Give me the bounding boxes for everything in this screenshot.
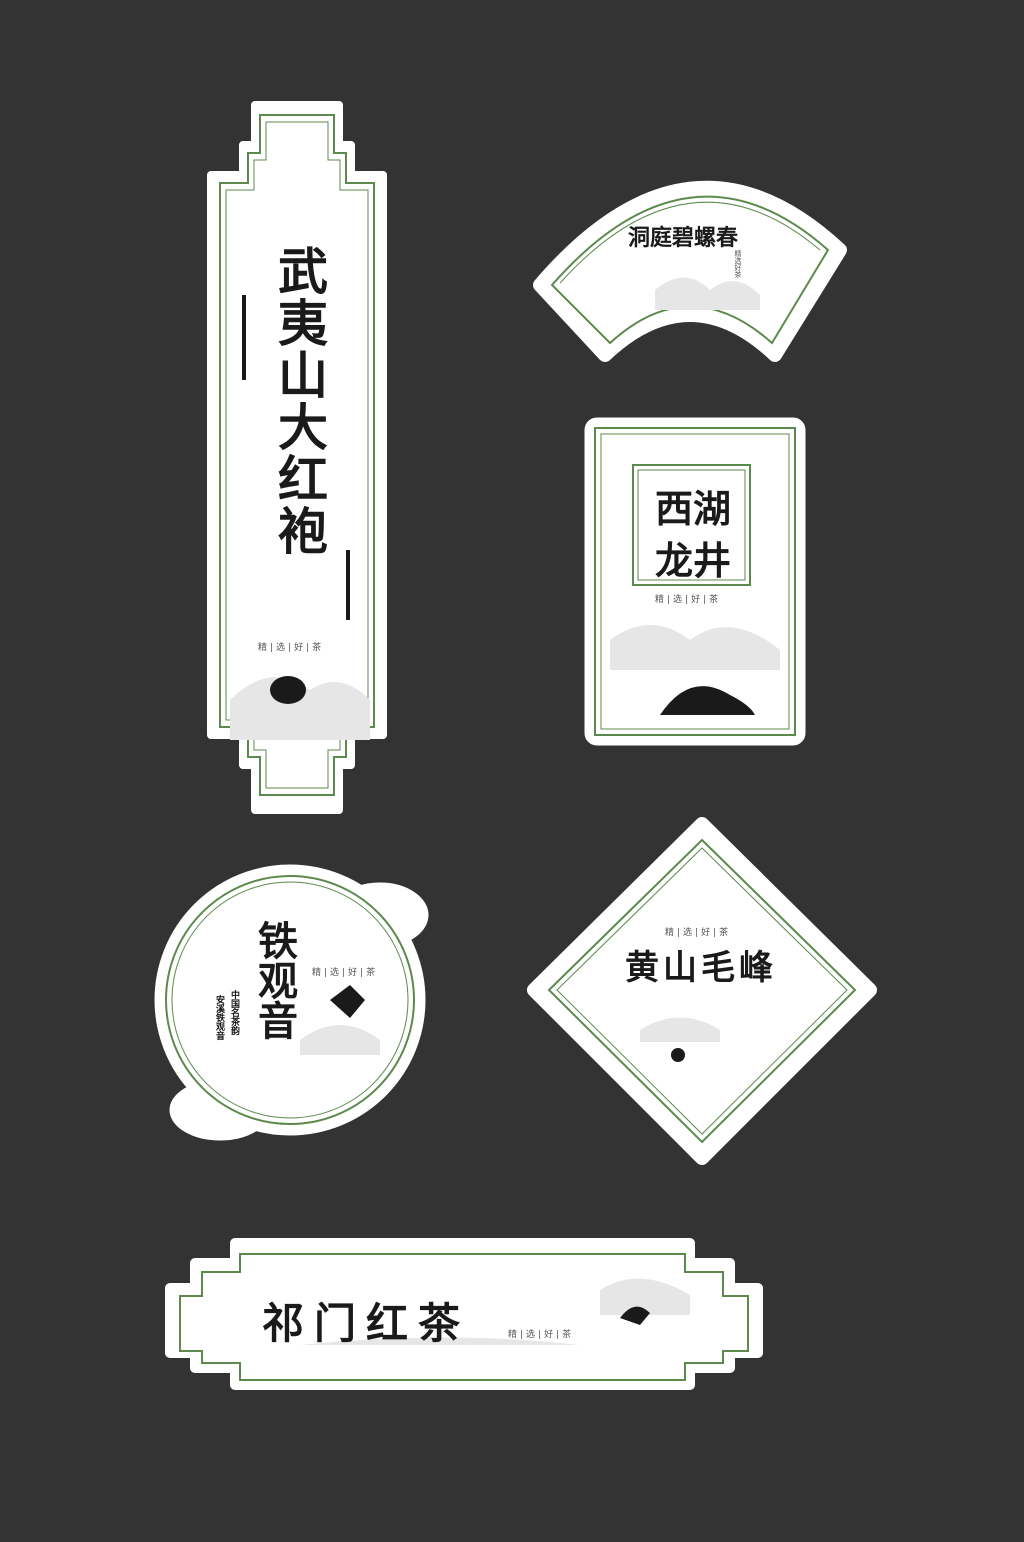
qimen-title: 祁门红茶 (262, 1299, 471, 1348)
longjing-title-line2: 龙井 (655, 539, 732, 583)
biluochun-title: 洞庭碧螺春 (628, 225, 739, 251)
longjing-title-line1: 西湖 (655, 487, 732, 531)
tieguanyin-tagline: 精|选|好|茶 (312, 968, 379, 978)
dahongpao-tagline: 精|选|好|茶 (258, 643, 325, 653)
maofeng-label-shape (527, 817, 877, 1165)
biluochun-label-shape (533, 180, 847, 362)
dahongpao-title: 武夷山大红袍 (270, 245, 328, 557)
dahongpao-label-shape (207, 101, 387, 814)
tieguanyin-title: 铁观音 (251, 920, 297, 1040)
maofeng-title: 黄山毛峰 (625, 948, 777, 988)
tieguanyin-side-line1: 中国名茶韵 (229, 990, 239, 1035)
biluochun-tagline: 精选好茶 (734, 250, 742, 278)
maofeng-tagline: 精|选|好|茶 (665, 928, 732, 938)
tieguanyin-side-line2: 安溪铁观音 (214, 995, 224, 1040)
qimen-label-shape (165, 1238, 763, 1390)
longjing-tagline: 精|选|好|茶 (655, 595, 722, 605)
qimen-tagline: 精|选|好|茶 (508, 1330, 575, 1340)
